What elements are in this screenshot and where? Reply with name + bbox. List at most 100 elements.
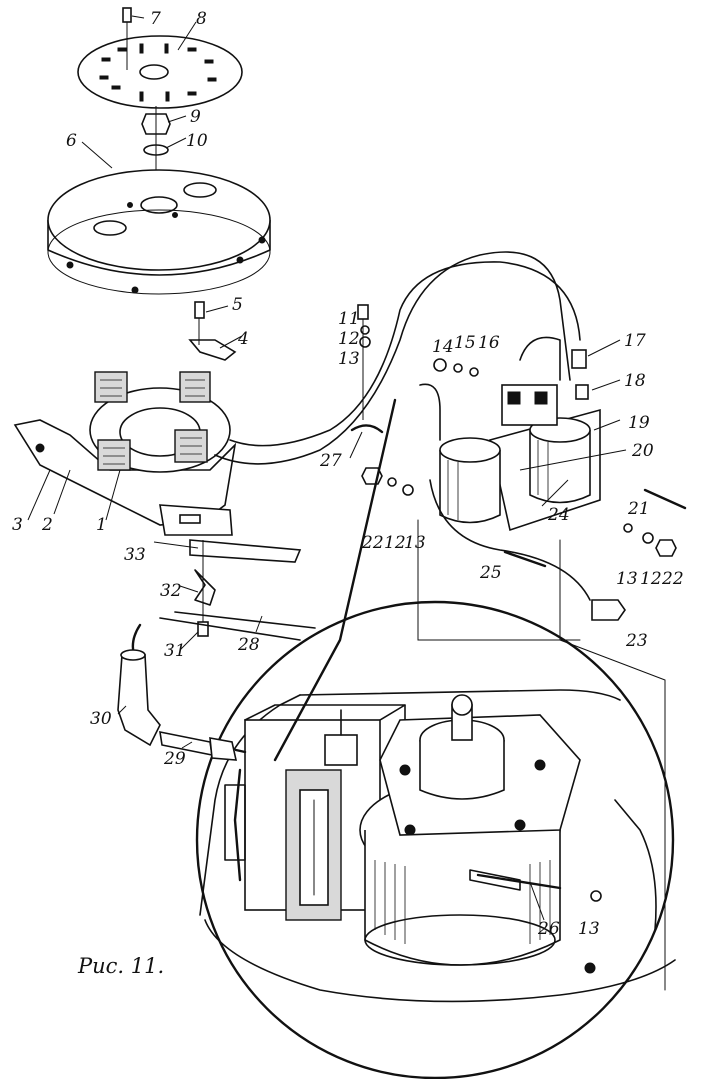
washer-16 bbox=[469, 367, 479, 377]
coil-3 bbox=[97, 439, 131, 471]
foot-slot bbox=[179, 514, 201, 524]
plug-lead bbox=[476, 873, 562, 890]
wire-main-2 bbox=[229, 261, 581, 447]
washer-15 bbox=[453, 363, 463, 373]
connector-23 bbox=[591, 599, 626, 621]
flywheel-top bbox=[47, 169, 271, 271]
hood-left bbox=[199, 694, 301, 916]
callout-15: 15 bbox=[454, 333, 476, 353]
callout-17: 17 bbox=[624, 331, 646, 351]
magneto-bottom bbox=[364, 914, 556, 966]
coil-20 bbox=[439, 450, 501, 524]
shaft-tip bbox=[451, 694, 473, 716]
callout-26: 26 bbox=[537, 919, 560, 939]
vent-3 bbox=[236, 256, 244, 264]
screw-21 bbox=[643, 488, 687, 510]
callout-22b: 22 bbox=[661, 569, 684, 589]
callout-16: 16 bbox=[478, 333, 500, 353]
vent-4 bbox=[258, 236, 266, 244]
inset-plug-boot bbox=[224, 784, 246, 861]
callout-2: 2 bbox=[41, 515, 53, 535]
callout-30: 30 bbox=[90, 709, 112, 729]
flywheel-band bbox=[47, 209, 271, 295]
lever-33 bbox=[189, 539, 302, 563]
coil-20-top bbox=[439, 437, 501, 463]
bracket-frame-right bbox=[559, 639, 666, 991]
wire-main bbox=[214, 251, 571, 465]
callout-24: 24 bbox=[547, 505, 570, 525]
bolt-1 bbox=[399, 764, 411, 776]
callout-20: 20 bbox=[631, 441, 654, 461]
callout-23: 23 bbox=[625, 631, 648, 651]
flywheel-hole-right bbox=[183, 182, 217, 198]
clip-32 bbox=[194, 569, 216, 606]
callout-33: 33 bbox=[124, 545, 146, 565]
wiring bbox=[131, 251, 591, 762]
block-top bbox=[244, 704, 406, 721]
callout-13b: 13 bbox=[404, 533, 426, 553]
callout-4: 4 bbox=[237, 329, 249, 349]
vent-2 bbox=[131, 286, 139, 294]
bracket-4 bbox=[188, 339, 237, 361]
callout-18: 18 bbox=[624, 371, 646, 391]
callouts: 7 8 9 10 6 5 4 11 12 13 14 15 16 17 18 1… bbox=[12, 9, 684, 939]
callout-6: 6 bbox=[66, 131, 77, 151]
coil-assembly bbox=[350, 304, 687, 621]
rotor-body bbox=[419, 740, 505, 800]
plug-26 bbox=[469, 869, 521, 891]
inset-cable bbox=[233, 768, 242, 882]
cable-28b bbox=[159, 617, 301, 641]
callout-13c: 13 bbox=[616, 569, 638, 589]
stator-assembly bbox=[13, 371, 302, 637]
hv-lead bbox=[273, 398, 397, 762]
screw-5 bbox=[194, 301, 205, 319]
washer-12-l bbox=[387, 477, 397, 487]
inset-circle bbox=[195, 600, 675, 1079]
plug-assembly bbox=[117, 649, 247, 761]
bolt-3 bbox=[404, 824, 416, 836]
coil-20-shading bbox=[447, 460, 459, 520]
engine-inset bbox=[195, 519, 676, 1079]
terminal-2 bbox=[534, 391, 548, 405]
callout-11: 11 bbox=[338, 309, 360, 329]
washer-13-inset bbox=[590, 890, 602, 902]
nut-22-r bbox=[655, 539, 677, 557]
base-plate-2 bbox=[13, 419, 237, 526]
washer-13-r bbox=[623, 523, 633, 533]
callout-12c: 12 bbox=[640, 569, 662, 589]
disc-hub bbox=[139, 64, 169, 80]
callout-12a: 12 bbox=[338, 329, 360, 349]
hood-right bbox=[614, 799, 657, 931]
coil-19 bbox=[529, 430, 591, 504]
callout-3: 3 bbox=[12, 515, 23, 535]
callout-9: 9 bbox=[190, 107, 201, 127]
flywheel-assembly bbox=[47, 7, 271, 361]
wire-coil-20 bbox=[419, 383, 441, 441]
callout-21: 21 bbox=[627, 499, 650, 519]
mount-bolt bbox=[584, 962, 596, 974]
bolt-4 bbox=[514, 819, 526, 831]
hood-top bbox=[299, 689, 621, 701]
callout-10: 10 bbox=[186, 131, 208, 151]
flywheel-pin-2 bbox=[172, 212, 178, 218]
callout-28: 28 bbox=[237, 635, 260, 655]
washer-13-l bbox=[402, 484, 414, 496]
flywheel-center-hole bbox=[140, 196, 178, 214]
magneto-shading bbox=[374, 860, 551, 944]
insulator-18 bbox=[575, 384, 589, 400]
wire-24 bbox=[429, 479, 591, 601]
leaders bbox=[27, 15, 627, 921]
plug-tip bbox=[234, 748, 247, 754]
mount-hole-3 bbox=[35, 443, 45, 453]
callout-22a: 22 bbox=[361, 533, 384, 553]
cap-30 bbox=[117, 654, 161, 747]
callout-29: 29 bbox=[163, 749, 186, 769]
callout-1: 1 bbox=[96, 515, 107, 535]
bracket-frame-left bbox=[417, 519, 581, 641]
coil-2 bbox=[179, 371, 211, 403]
callout-27: 27 bbox=[319, 451, 342, 471]
nut-14 bbox=[433, 358, 447, 372]
callout-32: 32 bbox=[160, 581, 182, 601]
wire-coil-19 bbox=[519, 336, 561, 381]
